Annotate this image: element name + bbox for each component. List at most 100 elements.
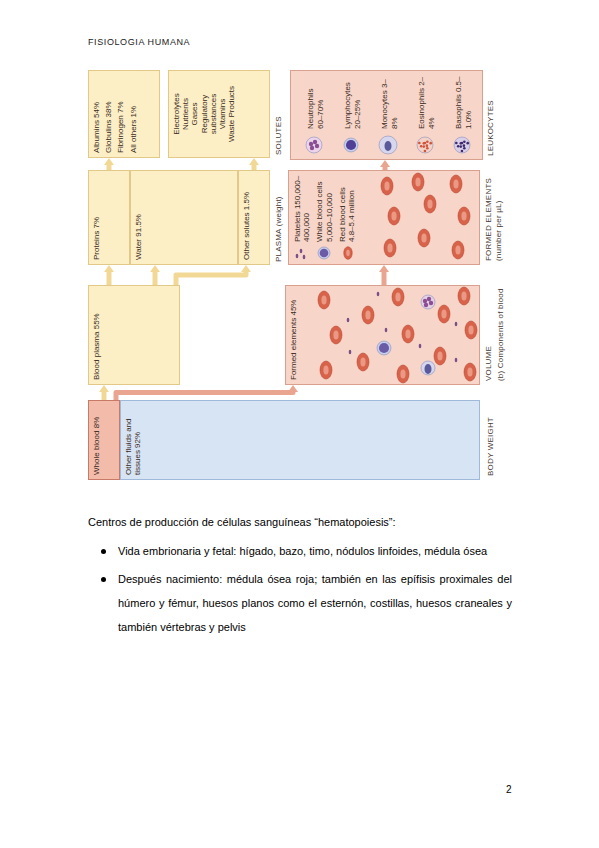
flow-arrow xyxy=(380,160,390,170)
red-blood-cell xyxy=(464,363,476,381)
cell-nucleus xyxy=(423,299,427,303)
red-blood-cell-center xyxy=(323,366,328,375)
node-text: Other fluids and tissues 92% xyxy=(124,405,142,475)
cell-granule xyxy=(429,142,432,145)
platelet xyxy=(385,328,388,332)
cell-granule xyxy=(418,142,421,145)
red-blood-cell-center xyxy=(360,358,365,367)
flow-arrow-shaft xyxy=(116,392,293,400)
red-blood-cell-center xyxy=(400,370,405,379)
basophil xyxy=(454,137,470,153)
red-blood-cell xyxy=(434,347,446,365)
red-blood-cell xyxy=(412,173,424,191)
cell-granule xyxy=(463,147,466,150)
cell-granule xyxy=(461,150,464,153)
red-blood-cell-center xyxy=(395,293,400,302)
node-text: Basophils 0.5–1.0% xyxy=(445,73,482,129)
flow-arrow-shaft xyxy=(102,392,107,400)
node-text: Water 91.5% xyxy=(134,175,143,260)
cell-nucleus xyxy=(379,343,389,353)
red-blood-cell-center xyxy=(387,244,392,253)
neutrophil xyxy=(421,295,435,309)
lymphocyte xyxy=(377,341,391,355)
cell-granule xyxy=(426,144,429,147)
node-text: Globulins 38% xyxy=(104,75,113,153)
red-blood-cell xyxy=(450,175,462,193)
cell-nucleus xyxy=(310,146,314,150)
flow-arrow-shaft xyxy=(176,272,246,285)
red-blood-cell xyxy=(362,306,374,324)
cell-granule xyxy=(423,145,426,148)
red-blood-cell-center xyxy=(405,330,410,339)
section-label: BODY WEIGHT xyxy=(486,398,496,476)
arrowhead xyxy=(104,158,114,165)
red-blood-cell-center xyxy=(365,311,370,320)
node-text: Blood plasma 55% xyxy=(92,290,101,380)
red-blood-cell-center xyxy=(421,234,426,243)
flow-arrow xyxy=(249,158,259,170)
solutes-box: ElectrolytesNutrientsGasesRegulatory sub… xyxy=(168,70,270,158)
arrowhead xyxy=(379,265,389,272)
flow-arrow xyxy=(116,385,298,400)
node-text: Albumins 54% xyxy=(92,75,101,153)
node-text: Waste Products xyxy=(227,75,236,153)
plasma-box: Blood plasma 55% xyxy=(88,285,180,385)
cell-granule xyxy=(423,142,426,145)
node-text: White blood cells 5,000–10,000 xyxy=(315,174,333,242)
water-box: Water 91.5% xyxy=(130,170,238,265)
other-solutes-box: Other solutes 1.5% xyxy=(238,170,270,265)
red-blood-cell xyxy=(458,287,470,305)
red-blood-cell xyxy=(381,177,393,195)
cell-nucleus xyxy=(315,144,319,148)
red-blood-cell xyxy=(418,229,430,247)
cell-nucleus xyxy=(424,303,428,307)
cell-nucleus xyxy=(313,140,317,144)
red-blood-cell xyxy=(320,361,332,379)
paragraph: Centros de producción de células sanguín… xyxy=(88,510,512,534)
protein-types-box: Albumins 54%Globulins 38%Fibrinogen 7%Al… xyxy=(88,70,160,158)
bullet-item: Después nacimiento: médula ósea roja; ta… xyxy=(118,567,512,639)
flow-arrow-shaft xyxy=(382,272,387,285)
node-text: Monocytes 3–8% xyxy=(371,73,408,129)
red-blood-cell xyxy=(438,305,450,323)
red-blood-cell xyxy=(424,195,436,213)
red-blood-cell xyxy=(388,207,400,225)
cell-nucleus xyxy=(427,297,431,301)
section-label: FORMED ELEMENTS (number per µL) xyxy=(484,169,503,261)
arrowhead xyxy=(104,265,114,272)
arrowhead xyxy=(99,385,109,392)
red-blood-cell-center xyxy=(415,178,420,187)
blood-cell-illustration xyxy=(88,70,512,480)
cell-nucleus xyxy=(309,142,313,146)
section-label: VOLUME xyxy=(484,285,494,381)
cell-granule xyxy=(455,142,458,145)
flow-arrow xyxy=(379,265,389,285)
cell-granule xyxy=(424,150,427,153)
cell-count-box: Platelets 150,000–400,000White blood cel… xyxy=(288,170,480,265)
bullet-item: Vida embrionaria y fetal: hígado, bazo, … xyxy=(118,539,512,563)
node-text: Proteins 7% xyxy=(92,175,101,260)
platelet xyxy=(300,249,303,253)
node-text: Fibrinogen 7% xyxy=(116,75,125,153)
page-number: 2 xyxy=(506,784,518,796)
red-blood-cell-center xyxy=(346,250,350,256)
red-blood-cell xyxy=(397,365,409,383)
section-label: PLASMA (weight) xyxy=(274,170,284,262)
arrowhead xyxy=(150,265,160,272)
flow-arrow-shaft xyxy=(107,272,112,285)
blood-components-figure: Whole blood 8%Other fluids and tissues 9… xyxy=(88,70,512,480)
red-blood-cell xyxy=(458,207,470,225)
red-blood-cell-center xyxy=(321,296,326,305)
arrowhead xyxy=(241,265,251,272)
cell-granule xyxy=(463,140,466,143)
other-fluids-box: Other fluids and tissues 92% xyxy=(120,400,480,480)
red-blood-cell xyxy=(344,247,352,260)
cell-nucleus xyxy=(320,249,329,258)
red-blood-cell-center xyxy=(437,352,442,361)
proteins-box: Proteins 7% xyxy=(88,170,130,265)
node-text: Neutrophils 60–70% xyxy=(297,73,334,129)
node-text: Gases xyxy=(190,75,199,153)
red-blood-cell-center xyxy=(384,182,389,191)
cell-granule xyxy=(426,140,429,143)
